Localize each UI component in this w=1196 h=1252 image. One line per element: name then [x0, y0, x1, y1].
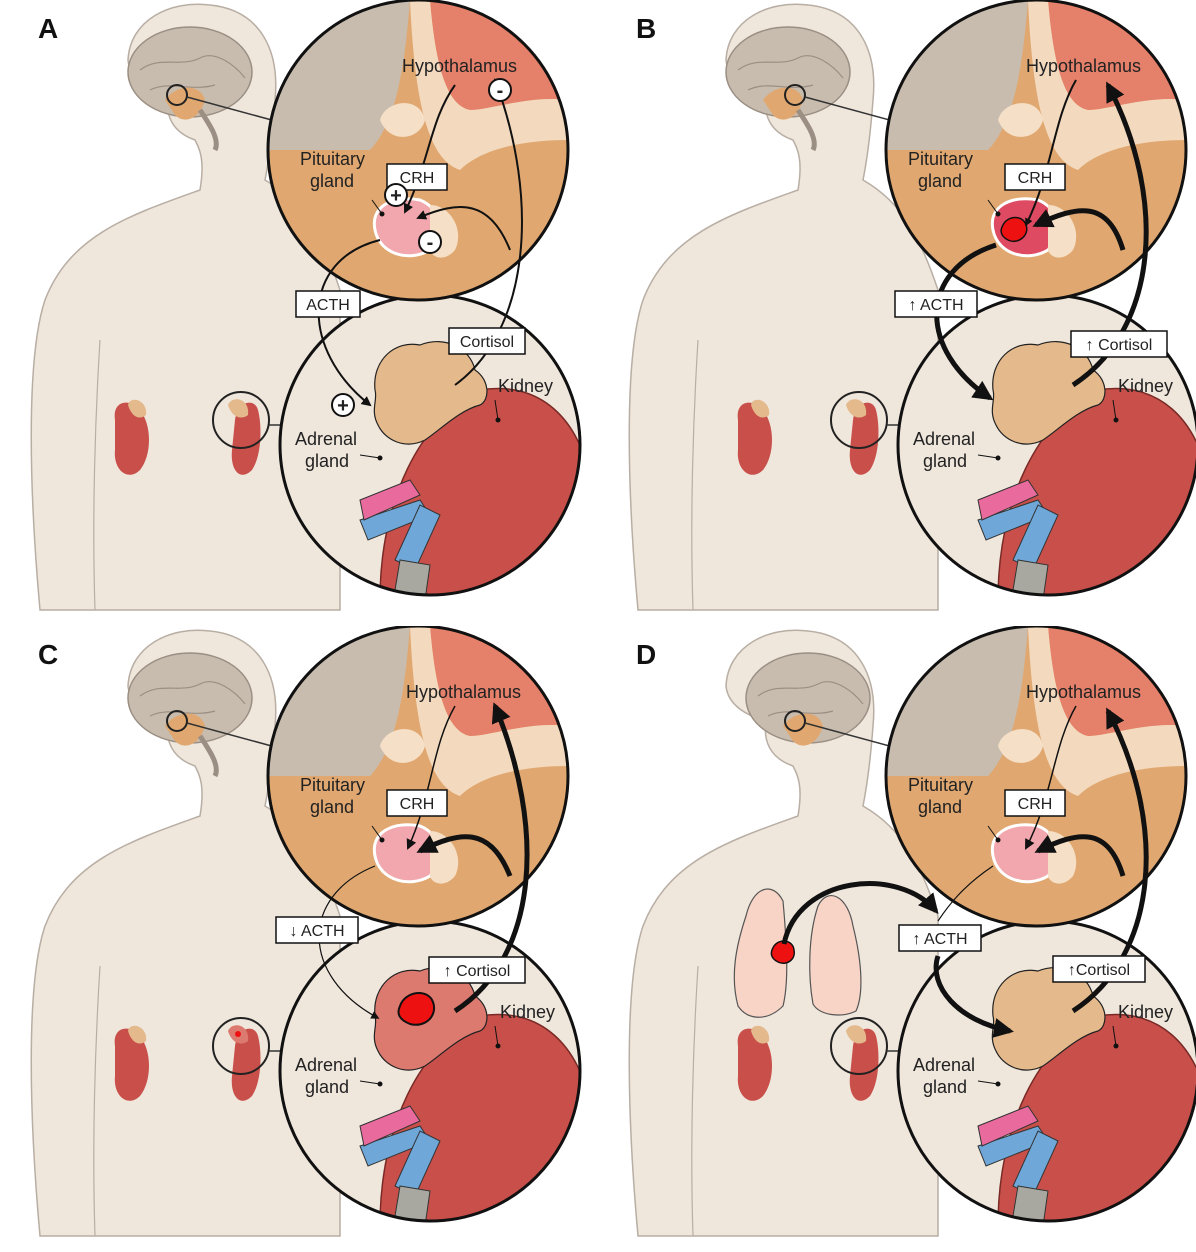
- hypothalamus-label: Hypothalamus: [402, 56, 517, 76]
- adrenal-label-line1: Adrenal: [913, 1055, 975, 1075]
- panel-d-illustration: D Hypothalamus Pituitary gland CRH ↑ ACT…: [598, 626, 1196, 1252]
- crh-label: CRH: [400, 796, 435, 813]
- pituitary-label-line2: gland: [918, 797, 962, 817]
- stimulate-sign-adrenal: +: [332, 394, 354, 417]
- svg-text:+: +: [390, 185, 402, 207]
- kidney-label: Kidney: [1118, 1002, 1173, 1022]
- acth-label: ↑ ACTH: [912, 931, 967, 948]
- kidney-left-icon: [115, 1026, 149, 1101]
- panel-c: C Hypothalamus Pituitary gland CRH ↓ ACT…: [0, 626, 598, 1252]
- kidney-label: Kidney: [498, 376, 553, 396]
- cortisol-label: ↑ Cortisol: [1086, 337, 1153, 354]
- inhibit-sign-pituitary: -: [419, 231, 441, 254]
- panel-letter: A: [38, 13, 58, 44]
- panel-a: - + - + A Hypothalamus Pituitary gland C…: [0, 0, 598, 626]
- pituitary-label-line1: Pituitary: [300, 149, 365, 169]
- adrenal-label-line2: gland: [923, 451, 967, 471]
- pituitary-label-line1: Pituitary: [908, 149, 973, 169]
- kidney-left-icon: [115, 400, 149, 475]
- cortisol-label: Cortisol: [460, 334, 514, 351]
- inhibit-sign-hypothalamus: -: [489, 79, 511, 102]
- panel-c-illustration: C Hypothalamus Pituitary gland CRH ↓ ACT…: [0, 626, 598, 1252]
- kidney-left-icon: [738, 1026, 772, 1101]
- pituitary-label-line1: Pituitary: [908, 775, 973, 795]
- adrenal-label-line1: Adrenal: [913, 429, 975, 449]
- lung-tumor-icon: [771, 941, 794, 963]
- cortisol-label: ↑Cortisol: [1068, 962, 1130, 979]
- panel-d: D Hypothalamus Pituitary gland CRH ↑ ACT…: [598, 626, 1196, 1252]
- svg-text:-: -: [497, 80, 504, 102]
- kidney-left-icon: [738, 400, 772, 475]
- pituitary-tumor-icon: [1001, 218, 1027, 242]
- panel-letter: C: [38, 639, 58, 670]
- hypothalamus-label: Hypothalamus: [406, 682, 521, 702]
- panel-letter: D: [636, 639, 656, 670]
- adrenal-label-line2: gland: [923, 1077, 967, 1097]
- panel-letter: B: [636, 13, 656, 44]
- crh-label: CRH: [1018, 170, 1053, 187]
- adrenal-label-line1: Adrenal: [295, 429, 357, 449]
- adrenal-label-line1: Adrenal: [295, 1055, 357, 1075]
- hypothalamus-label: Hypothalamus: [1026, 56, 1141, 76]
- kidney-label: Kidney: [500, 1002, 555, 1022]
- stimulate-sign-pituitary: +: [385, 184, 407, 207]
- hypothalamus-label: Hypothalamus: [1026, 682, 1141, 702]
- crh-label: CRH: [1018, 796, 1053, 813]
- pituitary-label-line2: gland: [310, 171, 354, 191]
- adrenal-label-line2: gland: [305, 451, 349, 471]
- svg-text:-: -: [427, 232, 434, 254]
- panel-b: B Hypothalamus Pituitary gland CRH ↑ ACT…: [598, 0, 1196, 626]
- acth-label: ↓ ACTH: [289, 923, 344, 940]
- pituitary-gland-zoom: [374, 825, 438, 882]
- pituitary-gland-zoom: [992, 825, 1056, 882]
- panel-b-illustration: B Hypothalamus Pituitary gland CRH ↑ ACT…: [598, 0, 1196, 626]
- adrenal-label-line2: gland: [305, 1077, 349, 1097]
- panel-a-illustration: - + - + A Hypothalamus Pituitary gland C…: [0, 0, 598, 626]
- pituitary-label-line1: Pituitary: [300, 775, 365, 795]
- pituitary-label-line2: gland: [310, 797, 354, 817]
- pituitary-label-line2: gland: [918, 171, 962, 191]
- kidney-label: Kidney: [1118, 376, 1173, 396]
- acth-label: ACTH: [306, 297, 350, 314]
- cortisol-label: ↑ Cortisol: [444, 963, 511, 980]
- svg-text:+: +: [337, 395, 349, 417]
- crh-label: CRH: [400, 170, 435, 187]
- acth-label: ↑ ACTH: [908, 297, 963, 314]
